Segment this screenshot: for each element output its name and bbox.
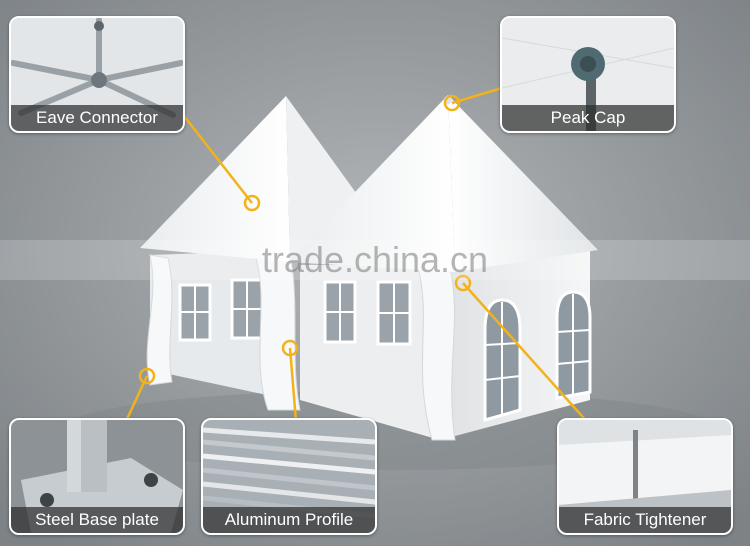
callout-eave-connector: Eave Connector (9, 16, 185, 133)
watermark: trade.china.cn (261, 239, 489, 280)
right-tent-front-windows (323, 280, 412, 346)
callout-fabric-tightener: Fabric Tightener (557, 418, 733, 535)
middle-curtain (254, 254, 301, 411)
callout-peak-cap: Peak Cap (500, 16, 676, 133)
steel-base-plate-label: Steel Base plate (11, 507, 183, 533)
callout-aluminum-profile: Aluminum Profile (201, 418, 377, 535)
aluminum-profile-label: Aluminum Profile (203, 507, 375, 533)
right-curtain (417, 267, 456, 441)
left-tent (140, 96, 372, 411)
fabric-tightener-label: Fabric Tightener (559, 507, 731, 533)
right-tent-arched-windows (483, 290, 592, 422)
callout-steel-base-plate: Steel Base plate (9, 418, 185, 535)
left-curtain (146, 254, 173, 386)
left-roof (140, 96, 290, 262)
left-tent-windows (178, 278, 264, 342)
peak-cap-label: Peak Cap (502, 105, 674, 131)
pointer-markers (138, 94, 472, 385)
eave-connector-label: Eave Connector (11, 105, 183, 131)
watermark-band (0, 240, 750, 280)
right-roof (288, 95, 455, 272)
